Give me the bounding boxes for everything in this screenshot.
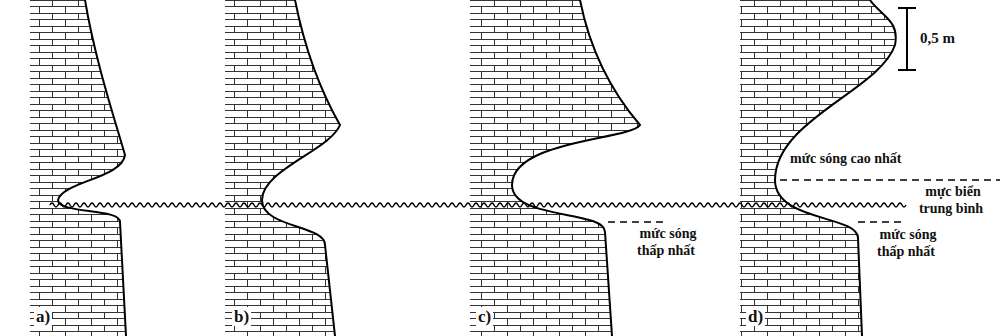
label-text: mức sóng thấp nhất bbox=[637, 226, 697, 258]
label-text: mức sóng thấp nhất bbox=[877, 227, 937, 259]
label-text: d) bbox=[746, 307, 765, 326]
dashed-line bbox=[780, 179, 1000, 181]
label-text: 0,5 m bbox=[918, 30, 957, 46]
rock-c bbox=[470, 0, 640, 336]
rock-d bbox=[740, 0, 896, 336]
panel-letter: a) bbox=[34, 308, 52, 325]
scale-label: 0,5 m bbox=[918, 30, 957, 47]
rock-a bbox=[30, 0, 126, 336]
dashed-line bbox=[858, 221, 905, 223]
sea-level-wave bbox=[50, 203, 906, 207]
dashed-line bbox=[608, 221, 665, 223]
rock-b bbox=[225, 0, 340, 336]
panel-letter: b) bbox=[232, 308, 251, 325]
level-label: mực biển trung bình bbox=[908, 183, 996, 217]
level-label: mức sóng cao nhất bbox=[788, 150, 903, 167]
profile-d bbox=[775, 0, 896, 336]
label-text: c) bbox=[476, 307, 493, 326]
panel-letter: d) bbox=[746, 308, 765, 325]
label-text: mức sóng cao nhất bbox=[788, 151, 903, 166]
level-label: mức sóng thấp nhất bbox=[628, 225, 706, 259]
profile-c bbox=[512, 0, 640, 336]
profile-b bbox=[262, 0, 340, 336]
panel-letter: c) bbox=[476, 308, 493, 325]
level-label: mức sóng thấp nhất bbox=[868, 226, 946, 260]
label-text: a) bbox=[34, 307, 52, 326]
label-text: b) bbox=[232, 307, 251, 326]
scale-bar bbox=[898, 8, 916, 70]
label-text: mực biển trung bình bbox=[919, 184, 985, 216]
profile-a bbox=[58, 0, 126, 336]
